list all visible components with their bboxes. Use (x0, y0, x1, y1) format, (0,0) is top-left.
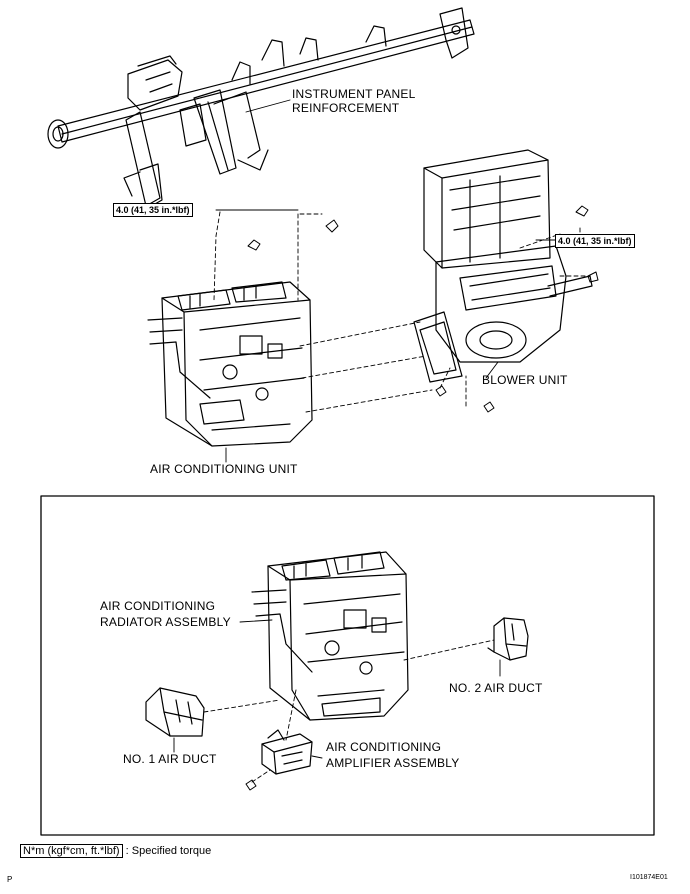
instrument-panel-label-line2: REINFORCEMENT (292, 101, 400, 115)
bolt-icons (247, 205, 599, 413)
air-conditioning-unit-drawing (147, 281, 313, 447)
detail-frame (40, 495, 655, 836)
torque-spec-right: 4.0 (41, 35 in.*lbf) (555, 234, 635, 248)
no2-air-duct-label: NO. 2 AIR DUCT (449, 681, 543, 695)
instrument-panel-label-line1: INSTRUMENT PANEL (292, 87, 416, 101)
amplifier-assembly-label-line1: AIR CONDITIONING (326, 740, 442, 754)
radiator-assembly-label-line2: RADIATOR ASSEMBLY (100, 615, 231, 629)
radiator-assembly-label-line1: AIR CONDITIONING (100, 599, 216, 613)
leader-lines-detail (173, 619, 501, 759)
air-conditioning-unit-label: AIR CONDITIONING UNIT (150, 462, 298, 476)
no2-air-duct-drawing (487, 617, 529, 661)
alignment-lines-detail (203, 639, 495, 783)
ac-radiator-assembly-drawing (251, 551, 409, 721)
torque-legend-text: : Specified torque (125, 845, 212, 857)
instrument-panel-reinforcement-drawing (47, 7, 475, 209)
no1-air-duct-label: NO. 1 AIR DUCT (123, 752, 217, 766)
footer-left-mark: P (7, 875, 13, 884)
amplifier-bolt-icon (245, 779, 257, 791)
figure-id: I101874E01 (630, 874, 668, 881)
torque-legend-units: N*m (kgf*cm, ft.*lbf) (20, 844, 123, 858)
torque-spec-left: 4.0 (41, 35 in.*lbf) (113, 203, 193, 217)
blower-unit-drawing (413, 149, 593, 383)
leader-lines-top (215, 99, 557, 463)
no1-air-duct-drawing (145, 687, 205, 737)
amplifier-assembly-label-line2: AMPLIFIER ASSEMBLY (326, 756, 460, 770)
torque-legend: N*m (kgf*cm, ft.*lbf) : Specified torque (20, 844, 212, 858)
ac-amplifier-assembly-drawing (261, 729, 313, 775)
blower-unit-label: BLOWER UNIT (482, 373, 568, 387)
alignment-lines-top (213, 211, 591, 413)
